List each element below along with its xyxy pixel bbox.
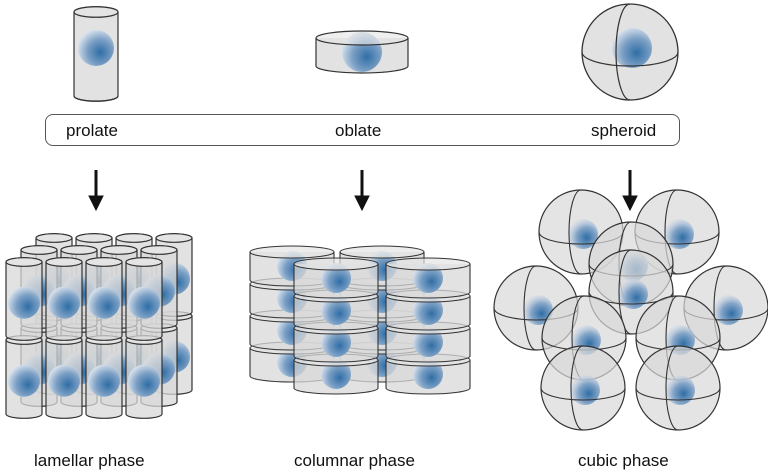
molecule-ball [413, 359, 443, 389]
molecule-ball [8, 286, 40, 319]
columnar-disk-top [385, 257, 471, 271]
molecule-ball [321, 263, 351, 293]
shape-label-prolate: prolate [66, 121, 118, 140]
molecule-ball [78, 30, 114, 66]
shape-label-bar [45, 114, 680, 146]
phase-label-cubic: cubic phase [578, 451, 669, 470]
down-arrow-icon [88, 170, 104, 212]
cubic-phase-drawing [493, 189, 768, 431]
molecule-ball [88, 286, 120, 319]
molecule-ball [8, 364, 40, 397]
oblate-top [315, 30, 409, 46]
cubic-sphere [635, 345, 721, 431]
shape-label-oblate: oblate [335, 121, 382, 140]
down-arrow-icon [354, 170, 370, 212]
down-arrow-icon [622, 170, 638, 212]
molecule-ball [321, 327, 351, 357]
molecule-ball [321, 295, 351, 325]
prolate-cylinder [73, 6, 119, 102]
molecule-ball [128, 286, 160, 319]
molecule-ball [128, 364, 160, 397]
phase-label-lamellar: lamellar phase [34, 451, 145, 470]
lamellar-phase-drawing [5, 233, 193, 419]
phase-label-columnar: columnar phase [294, 451, 415, 470]
molecule-shapes [73, 3, 679, 102]
molecule-ball [48, 286, 80, 319]
molecule-ball [612, 28, 652, 68]
molecule-ball [413, 295, 443, 325]
columnar-phase-drawing [249, 245, 471, 395]
shape-label-spheroid: spheroid [591, 121, 657, 140]
molecule-ball [321, 359, 351, 389]
oblate-disk [315, 30, 409, 74]
columnar-disk-top [293, 257, 379, 271]
sphere-equator [581, 51, 679, 67]
molecule-ball [88, 364, 120, 397]
down-arrows [88, 170, 638, 212]
spheroid-sphere [581, 3, 679, 101]
molecule-ball [413, 327, 443, 357]
molecule-ball [413, 263, 443, 293]
columnar-disk-top [339, 245, 425, 259]
columnar-disk-top [249, 245, 335, 259]
sphere-meridian [615, 3, 631, 101]
cubic-sphere [540, 345, 626, 431]
molecule-ball [48, 364, 80, 397]
